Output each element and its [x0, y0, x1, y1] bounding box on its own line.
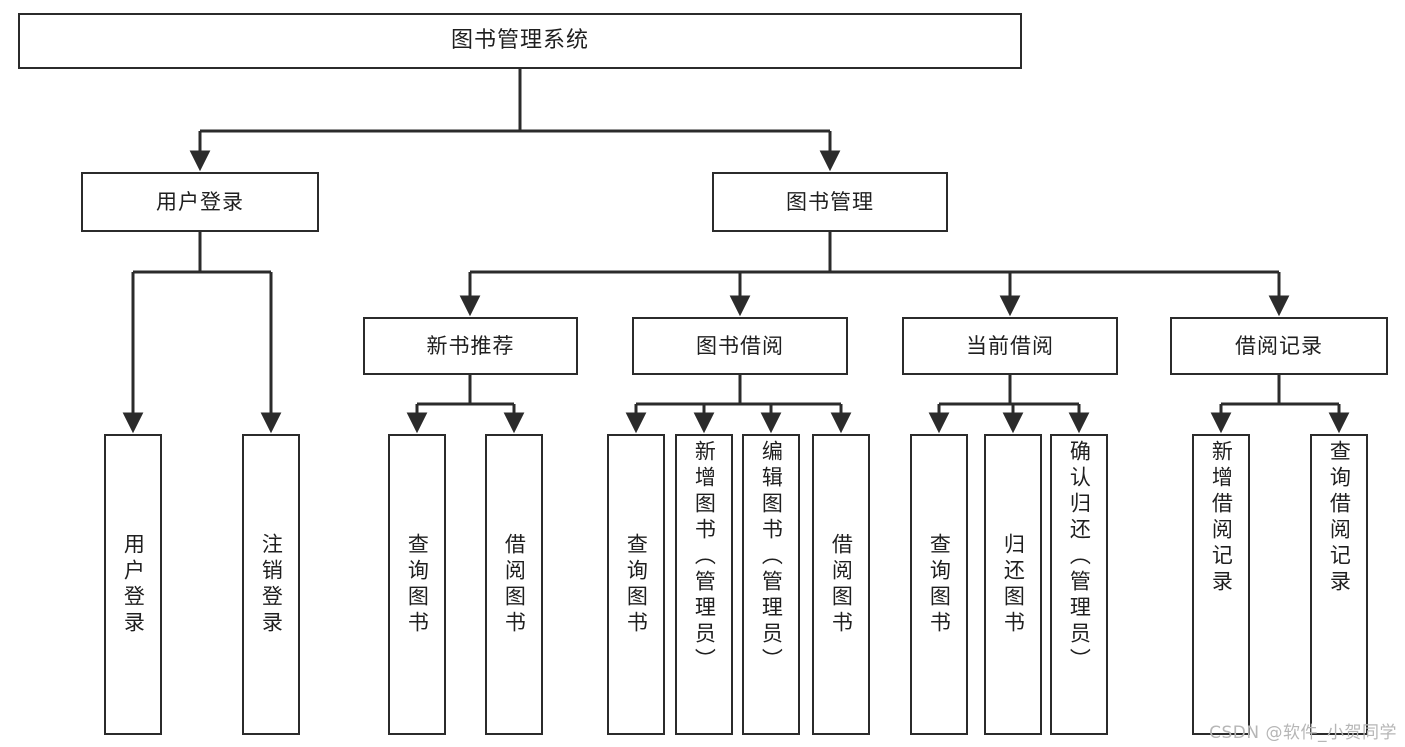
- node-label: 注销登录: [259, 532, 284, 637]
- node-label: 编辑图书（管理员）: [759, 440, 784, 674]
- node-label: 查询借阅记录: [1327, 440, 1352, 596]
- leaf-logout[interactable]: 注销登录: [242, 434, 300, 735]
- node-label: 用户登录: [121, 532, 146, 637]
- leaf-edit-book-admin[interactable]: 编辑图书（管理员）: [742, 434, 800, 735]
- node-label: 图书管理系统: [450, 28, 589, 54]
- leaf-add-record[interactable]: 新增借阅记录: [1192, 434, 1250, 735]
- node-label: 图书借阅: [696, 333, 784, 358]
- node-label: 新增借阅记录: [1209, 440, 1234, 596]
- node-book-manage[interactable]: 图书管理: [712, 172, 948, 232]
- node-label: 新书推荐: [426, 333, 515, 358]
- node-label: 图书管理: [786, 189, 874, 214]
- node-label: 查询图书: [927, 532, 952, 637]
- node-new-book-recommend[interactable]: 新书推荐: [363, 317, 578, 375]
- node-book-borrow[interactable]: 图书借阅: [632, 317, 848, 375]
- node-label: 新增图书（管理员）: [692, 440, 717, 674]
- node-label: 借阅图书: [502, 532, 527, 637]
- node-label: 归还图书: [1001, 532, 1026, 637]
- node-current-borrow[interactable]: 当前借阅: [902, 317, 1118, 375]
- leaf-confirm-return[interactable]: 确认归还（管理员）: [1050, 434, 1108, 735]
- leaf-query-book-3[interactable]: 查询图书: [910, 434, 968, 735]
- node-label: 借阅图书: [829, 532, 854, 637]
- leaf-borrow-book-1[interactable]: 借阅图书: [485, 434, 543, 735]
- node-label: 用户登录: [156, 189, 244, 214]
- node-label: 查询图书: [405, 532, 430, 637]
- node-label: 确认归还（管理员）: [1067, 440, 1092, 674]
- node-label: 查询图书: [624, 532, 649, 637]
- leaf-add-book-admin[interactable]: 新增图书（管理员）: [675, 434, 733, 735]
- leaf-user-login[interactable]: 用户登录: [104, 434, 162, 735]
- leaf-return-book[interactable]: 归还图书: [984, 434, 1042, 735]
- node-user-login[interactable]: 用户登录: [81, 172, 319, 232]
- node-label: 当前借阅: [966, 333, 1054, 358]
- leaf-query-book-2[interactable]: 查询图书: [607, 434, 665, 735]
- node-label: 借阅记录: [1235, 333, 1323, 358]
- node-root-system[interactable]: 图书管理系统: [18, 13, 1022, 69]
- leaf-query-record[interactable]: 查询借阅记录: [1310, 434, 1368, 735]
- node-borrow-record[interactable]: 借阅记录: [1170, 317, 1388, 375]
- csdn-watermark: CSDN @软件_小贺同学: [1209, 723, 1397, 743]
- leaf-query-book-1[interactable]: 查询图书: [388, 434, 446, 735]
- leaf-borrow-book-2[interactable]: 借阅图书: [812, 434, 870, 735]
